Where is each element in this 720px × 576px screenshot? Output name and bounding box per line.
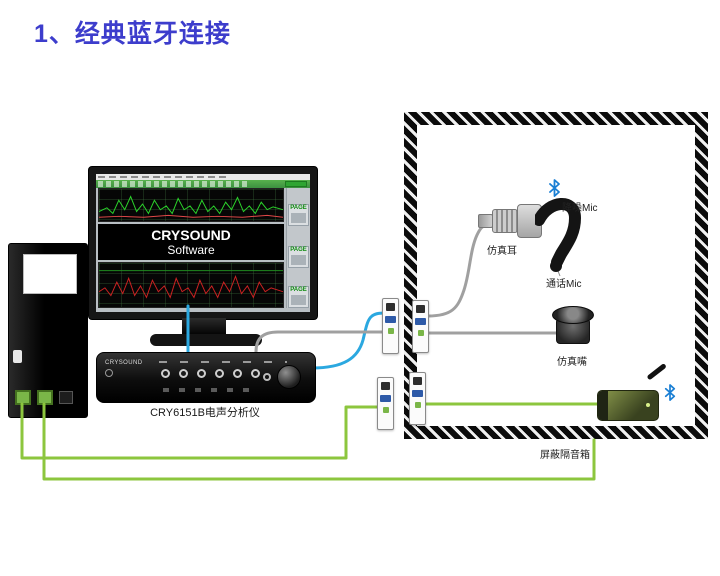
analyzer-button [227, 388, 233, 392]
side-page-box-3: PAGE [288, 286, 309, 308]
artificial-ear-label: 仿真耳 [487, 246, 517, 257]
monitor: CRYSOUND Software PAGE PAGE [88, 166, 318, 320]
side-page-box-1: PAGE [288, 204, 309, 226]
bnc-connector [251, 369, 260, 378]
artificial-mouth-top [552, 306, 594, 324]
bnc-connector [161, 369, 170, 378]
panel-connector-dark [416, 305, 425, 313]
tower-green-port-2 [37, 390, 53, 405]
bnc-connector [197, 369, 206, 378]
waveform-panel-bottom [98, 262, 284, 308]
software-name: CRYSOUND [151, 227, 231, 243]
cable-gray-analyzer-to-panel [254, 330, 394, 354]
bnc-connector [215, 369, 224, 378]
shield-box-label: 屏蔽隔音箱 [540, 450, 590, 461]
panel-connector-dark [413, 377, 422, 385]
cable-blue-analyzer-to-panel [310, 311, 392, 370]
waveform-trace-red [99, 270, 283, 299]
analyzer-software-screen: CRYSOUND Software PAGE PAGE [96, 174, 310, 312]
pc-tower [8, 243, 88, 418]
page-box-body [291, 213, 306, 223]
panel-connector-dark [386, 303, 395, 311]
call-mic-label: 通话Mic [546, 279, 582, 290]
page-title: 1、经典蓝牙连接 [34, 20, 231, 48]
monitor-stand-base [150, 334, 262, 346]
software-menubar [96, 174, 310, 180]
dongle-led [646, 403, 650, 407]
page-box-label: PAGE [290, 247, 307, 253]
software-name-sub: Software [167, 243, 215, 257]
noise-mic-label: 降噪Mic [562, 203, 598, 214]
headphone-jack [263, 373, 271, 381]
volume-knob [277, 365, 301, 389]
analyzer-button [195, 388, 201, 392]
analyzer-label-strip [159, 361, 287, 363]
tower-logo [13, 350, 22, 363]
software-toolbar [96, 180, 310, 188]
waveform-panel-top [98, 188, 284, 222]
ear-ribbed-coupler [492, 209, 518, 233]
analyzer-logo-icon [105, 369, 113, 377]
tower-front-panel [23, 254, 77, 294]
monitor-stand-neck [182, 318, 226, 336]
software-side-panel: PAGE PAGE PAGE [286, 188, 310, 308]
toolbar-buttons [98, 181, 248, 187]
page-box-body [291, 295, 306, 305]
analyzer-brand: CRYSOUND [105, 360, 143, 366]
panel-connector-blue [412, 390, 423, 397]
feedthrough-panel-top-inner [412, 300, 429, 353]
software-watermark: CRYSOUND Software [98, 224, 284, 260]
dongle-end-cap [598, 391, 608, 420]
tower-dark-port [59, 391, 73, 404]
menubar-text-placeholder [98, 176, 228, 178]
analyzer-button [179, 388, 185, 392]
feedthrough-panel-bottom-outer [377, 377, 394, 430]
page-box-label: PAGE [290, 287, 307, 293]
tower-green-port-1 [15, 390, 31, 405]
bluetooth-icon [549, 179, 560, 197]
waveform-trace-green [99, 195, 283, 218]
feedthrough-panel-top-outer [382, 298, 399, 354]
panel-connector-green [387, 328, 394, 334]
analyzer-caption: CRY6151B电声分析仪 [150, 407, 260, 419]
ear-cable-plug [478, 214, 493, 228]
panel-connector-green [417, 330, 424, 336]
artificial-mouth-label: 仿真嘴 [557, 357, 587, 368]
bluetooth-dongle [597, 390, 659, 421]
panel-connector-blue [380, 395, 391, 402]
toolbar-status-badge [285, 181, 307, 187]
panel-connector-blue [385, 316, 396, 323]
analyzer-button [163, 388, 169, 392]
panel-connector-dark [381, 382, 390, 390]
panel-connector-green [382, 407, 389, 413]
bnc-connector [179, 369, 188, 378]
side-page-box-2: PAGE [288, 246, 309, 268]
analyzer-button [211, 388, 217, 392]
bluetooth-icon [664, 384, 676, 401]
feedthrough-panel-bottom-inner [409, 372, 426, 425]
panel-connector-blue [415, 318, 426, 325]
analyzer-button [243, 388, 249, 392]
bnc-connector [233, 369, 242, 378]
software-plot-area: CRYSOUND Software [98, 188, 284, 308]
electroacoustic-analyzer: CRYSOUND [96, 352, 316, 403]
panel-connector-green [414, 402, 421, 408]
page-box-body [291, 255, 306, 265]
page-box-label: PAGE [290, 205, 307, 211]
